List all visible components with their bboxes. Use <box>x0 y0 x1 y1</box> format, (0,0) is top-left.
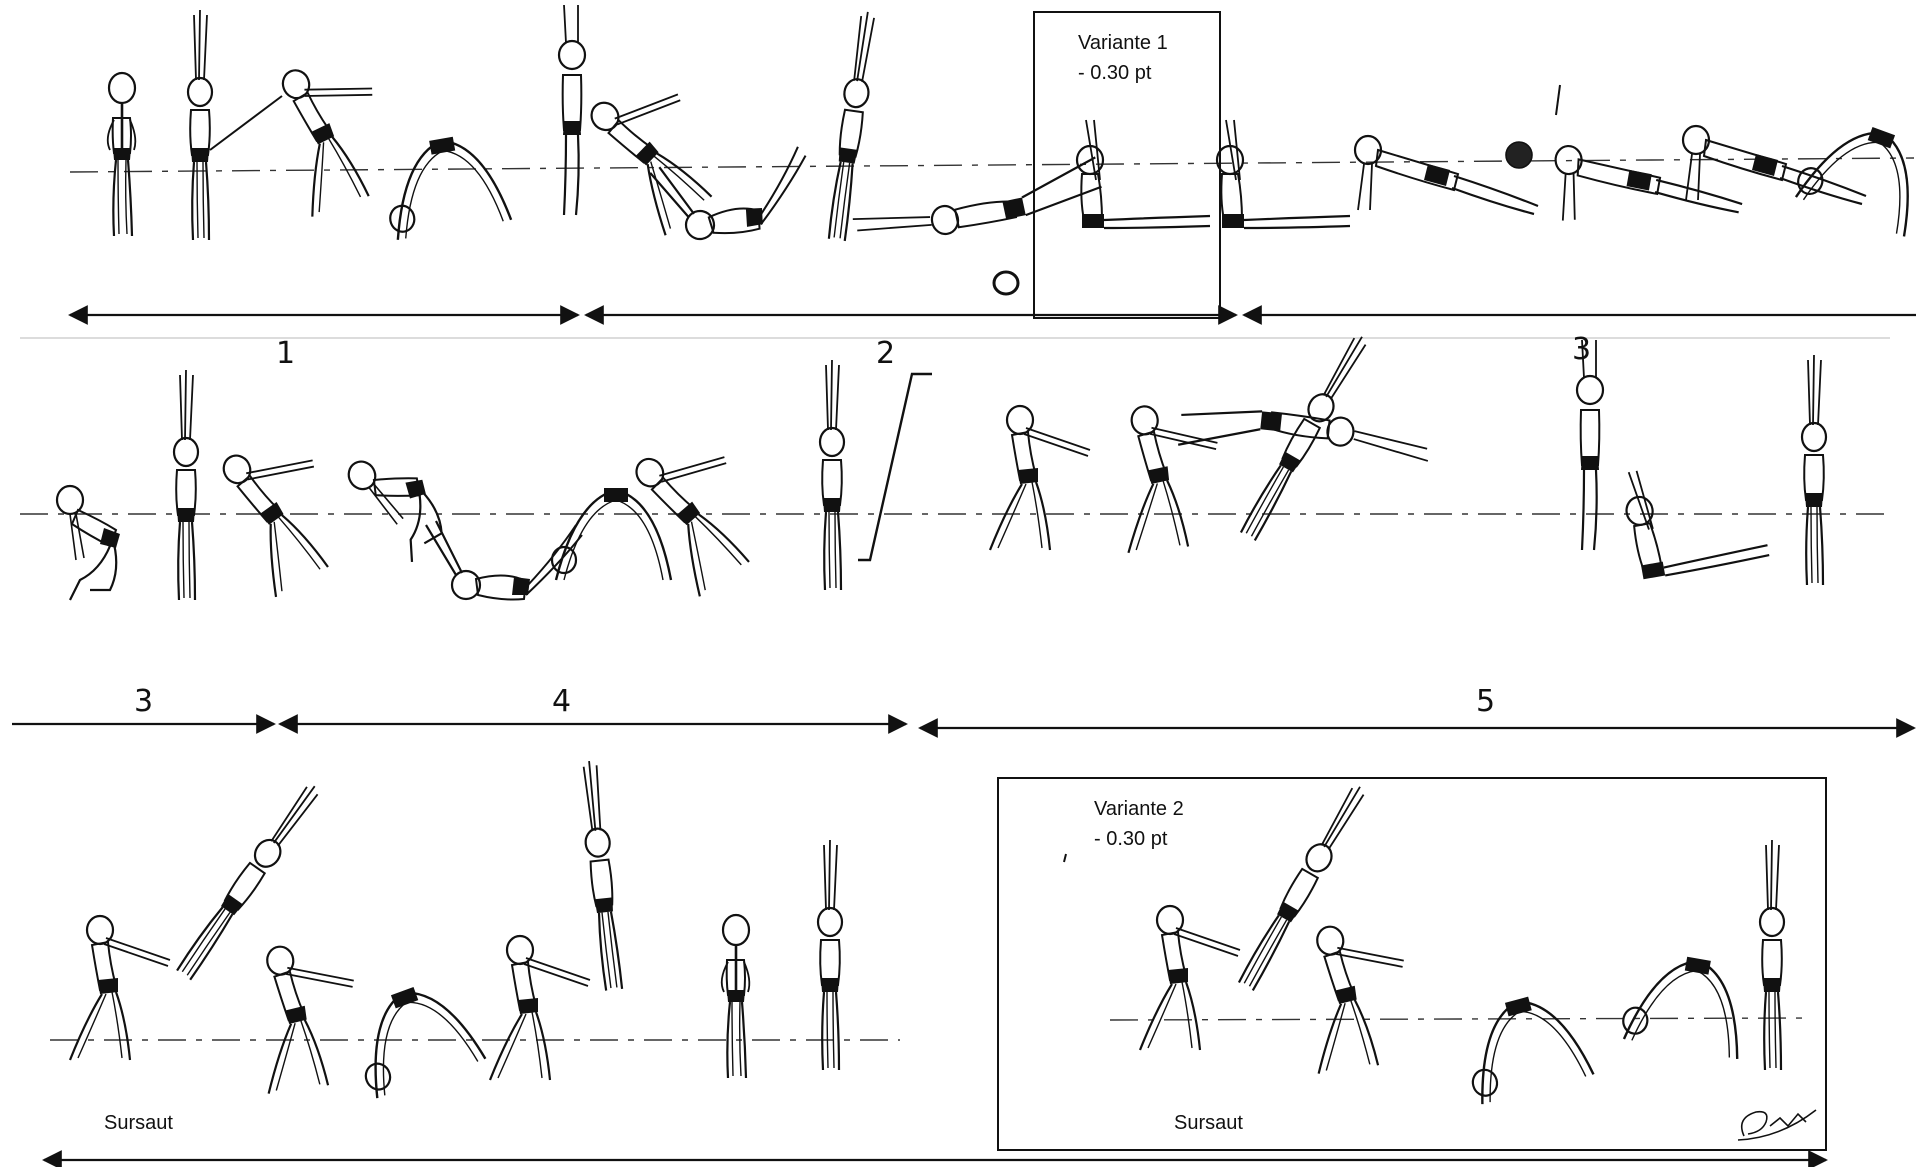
figure-stretch <box>174 370 198 600</box>
figure-sursaut-jump <box>173 779 325 981</box>
segment-label-4: 4 <box>552 684 571 719</box>
figure-final-pose <box>818 840 842 1070</box>
segment-label-5: 5 <box>1476 684 1495 719</box>
figure-walkover-end <box>1792 109 1919 236</box>
figure-tuck <box>344 438 456 568</box>
figure-pushup <box>1683 126 1866 204</box>
figure-low-dive <box>851 157 1105 252</box>
figure-dive-forward <box>573 61 742 236</box>
variante2-penalty: - 0.30 pt <box>1094 824 1184 854</box>
figure-v2-finish <box>1760 840 1784 1070</box>
figure-handstand <box>559 5 585 215</box>
figure-roundoff <box>342 972 485 1099</box>
figure-sursaut-prep <box>70 916 170 1060</box>
figure-stand <box>108 73 136 236</box>
figure-finish <box>820 360 844 590</box>
figure-backroll <box>426 521 582 600</box>
segment-label-1: 1 <box>276 336 295 371</box>
row2-figures <box>57 331 1826 600</box>
figure-arms-up <box>188 10 212 240</box>
segment-label-2: 2 <box>876 336 895 371</box>
figure-rebound <box>490 936 590 1080</box>
segment-label-3b: 3 <box>134 684 153 719</box>
row3-figures <box>70 760 1784 1105</box>
row1-figures <box>108 5 1919 294</box>
figure-straight-jump <box>577 760 625 991</box>
floor-guides <box>20 158 1914 1040</box>
variante1-penalty: - 0.30 pt <box>1078 58 1168 88</box>
variante1-note: Variante 1 - 0.30 pt <box>1078 28 1168 88</box>
figure-v2-cartwheel <box>1455 986 1594 1106</box>
figure-lunge <box>263 47 406 217</box>
figure-handspring <box>1577 340 1603 550</box>
bracket-mark <box>858 374 932 560</box>
figure-v2-prep <box>1140 906 1240 1050</box>
signature-mark <box>1738 1110 1816 1140</box>
figure-v2-lunge <box>1299 917 1418 1074</box>
figure-crouch <box>57 486 120 600</box>
figure-roll <box>649 142 816 246</box>
segment-label-3: 3 <box>1572 332 1591 367</box>
figure-flight <box>1178 401 1431 471</box>
figure-land <box>722 915 750 1078</box>
figure-hurdle <box>1113 399 1228 553</box>
figure-salute <box>1802 355 1826 585</box>
ball-icon <box>994 272 1018 294</box>
variante1-title: Variante 1 <box>1078 28 1168 58</box>
figure-lunge-3 <box>249 937 368 1094</box>
figure-bend-2 <box>617 421 782 596</box>
figure-jump <box>824 10 880 241</box>
figure-walkover <box>378 129 511 240</box>
variante2-title: Variante 2 <box>1094 794 1184 824</box>
sursaut-label-2: Sursaut <box>1174 1112 1243 1135</box>
variante2-note: Variante 2 - 0.30 pt <box>1094 794 1184 854</box>
figure-sit <box>1217 120 1350 228</box>
figure-bend <box>204 422 363 597</box>
figure-vsit <box>1620 451 1770 580</box>
sursaut-label-1: Sursaut <box>104 1112 173 1135</box>
figure-plank-ball <box>1555 134 1743 225</box>
figure-v2-walkover <box>1620 948 1753 1059</box>
figure-sit-variante1 <box>1077 120 1210 228</box>
figure-v2-jump <box>1235 781 1371 992</box>
figure-run <box>990 406 1090 550</box>
ball-icon <box>1506 142 1532 168</box>
